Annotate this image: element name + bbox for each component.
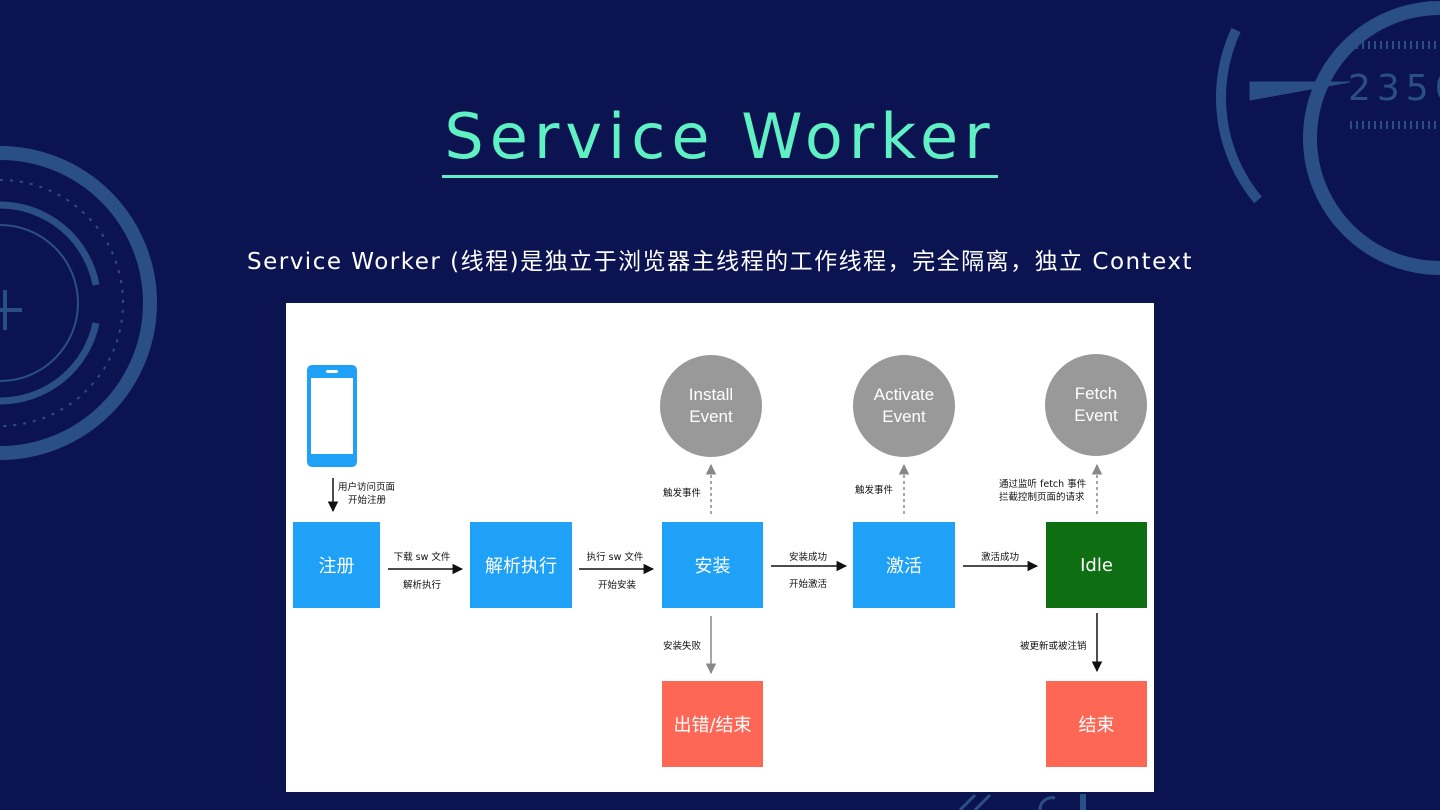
install-event-line1: Install [688, 385, 734, 404]
activate-event-line2: Event [882, 407, 926, 426]
label-install-ok-bottom: 开始激活 [788, 579, 828, 590]
label-install-fail: 安装失败 [663, 641, 702, 652]
label-trigger-install: 触发事件 [663, 488, 702, 499]
phone-icon [307, 365, 357, 467]
slide-subtitle: Service Worker (线程)是独立于浏览器主线程的工作线程，完全隔离，… [246, 249, 1193, 275]
slide-title-text: Service Worker [442, 102, 998, 179]
activate-box: 激活 [853, 522, 955, 608]
install-event-line2: Event [689, 407, 733, 426]
label-visit-line2: 开始注册 [348, 495, 387, 506]
idle-box: Idle [1046, 522, 1147, 608]
fetch-event-line1: Fetch [1074, 384, 1118, 403]
label-visit-line1: 用户访问页面 [338, 482, 396, 493]
label-install-ok-top: 安装成功 [788, 552, 828, 563]
bottom-ring-decoration [958, 793, 1086, 810]
activate-event-line1: Activate [873, 385, 935, 404]
label-fetch-line2: 拦截控制页面的请求 [999, 492, 1085, 503]
label-download-bottom: 解析执行 [402, 580, 442, 591]
end-box: 结束 [1046, 681, 1147, 767]
parse-box: 解析执行 [470, 522, 572, 608]
install-box: 安装 [662, 522, 763, 608]
label-update-or-unregister: 被更新或被注销 [1020, 641, 1087, 652]
fetch-event-line2: Event [1074, 406, 1118, 425]
slide-title: Service Worker [0, 100, 1440, 179]
label-download-top: 下载 sw 文件 [393, 552, 451, 563]
register-box: 注册 [293, 522, 380, 608]
error-box: 出错/结束 [662, 681, 763, 767]
label-exec-bottom: 开始安装 [597, 580, 637, 591]
diagram-arrows [327, 463, 1103, 675]
label-exec-top: 执行 sw 文件 [586, 552, 644, 563]
label-trigger-activate: 触发事件 [855, 485, 894, 496]
left-dial-decoration [0, 146, 157, 460]
label-activate-ok: 激活成功 [980, 552, 1020, 563]
label-fetch-line1: 通过监听 fetch 事件 [999, 479, 1087, 490]
